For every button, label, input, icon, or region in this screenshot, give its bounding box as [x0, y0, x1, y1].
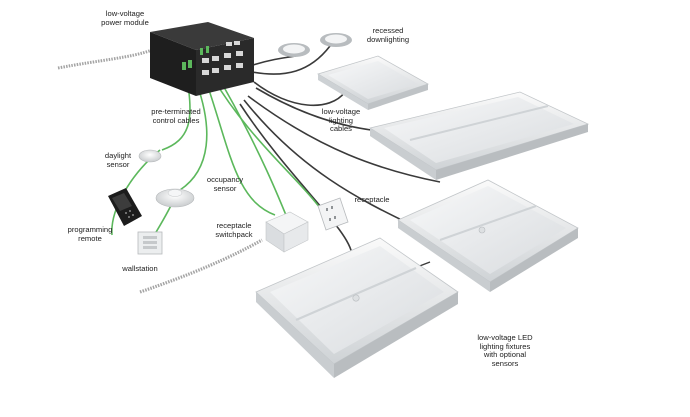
label-control-cables: pre-terminated control cables	[151, 107, 201, 125]
receptacle-switchpack	[265, 211, 309, 253]
lighting-cables	[239, 45, 441, 273]
led-fixture-middle-right	[397, 179, 579, 292]
recessed-downlight-1	[278, 43, 310, 57]
label-receptacle-switchpack: receptacle switchpack	[215, 221, 253, 239]
led-fixture-bottom	[255, 237, 459, 378]
recessed-downlight-2	[320, 33, 352, 47]
label-wallstation: wallstation	[122, 264, 158, 273]
led-fixture-top-right	[368, 91, 590, 180]
label-led-fixtures: low-voltage LED lighting fixtures with o…	[477, 333, 533, 368]
programming-remote	[108, 188, 142, 226]
wallstation	[137, 231, 163, 255]
conduit-cables	[57, 48, 263, 294]
label-daylight-sensor: daylight sensor	[104, 151, 132, 169]
label-programming-remote: programming remote	[67, 225, 113, 243]
daylight-sensor	[138, 149, 162, 163]
receptacle	[317, 197, 349, 231]
power-module	[150, 22, 254, 96]
label-recessed-downlighting: recessed downlighting	[366, 26, 410, 44]
label-occupancy-sensor: occupancy sensor	[206, 175, 244, 193]
label-power-module: low-voltage power module	[101, 9, 149, 27]
led-fixture-small	[317, 55, 429, 110]
occupancy-sensor	[155, 188, 195, 208]
label-lighting-cables: low-voltage lighting cables	[321, 107, 361, 134]
label-receptacle: receptacle	[354, 195, 390, 204]
